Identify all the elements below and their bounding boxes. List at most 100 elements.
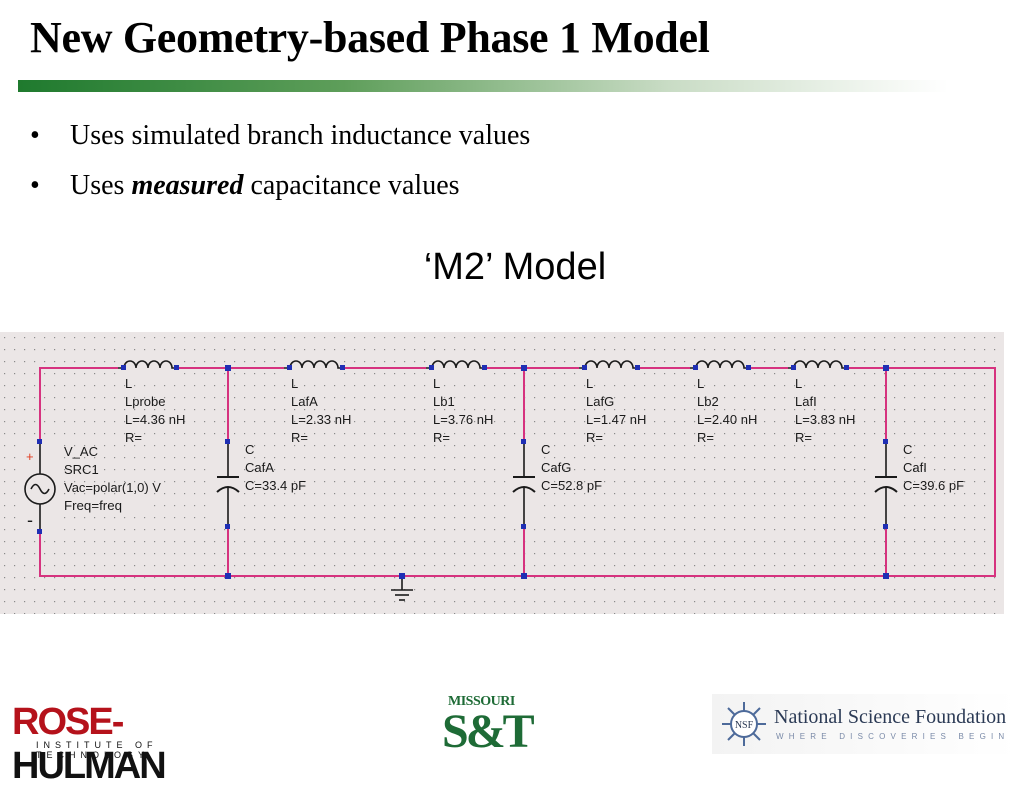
capacitor-label: CafG: [541, 460, 571, 475]
inductor-label: L: [125, 376, 132, 391]
capacitor-label: C: [245, 442, 254, 457]
rose-hulman-logo: ROSE-HULMAN INSTITUTE OF TECHNOLOGY: [12, 700, 257, 787]
bullet-marker: •: [30, 120, 40, 151]
inductor-coil: [426, 360, 486, 369]
bullet-text: capacitance values: [243, 170, 460, 201]
inductor-label: L=3.83 nH: [795, 412, 855, 427]
bullet-text: Uses: [70, 170, 132, 201]
title-underline: [18, 80, 948, 92]
inductor-coil: [788, 360, 848, 369]
bullet-item: • Uses simulated branch inductance value…: [30, 118, 530, 168]
sine-wave-icon: [30, 483, 50, 495]
pin-dot: [482, 365, 487, 370]
pin-dot: [287, 365, 292, 370]
label-mask: [122, 494, 148, 516]
pin-dot: [37, 439, 42, 444]
inductor-symbol: [426, 358, 486, 378]
inductor-coil: [284, 360, 344, 369]
capacitor-symbol: [872, 442, 900, 527]
inductor-label: Lb1: [433, 394, 455, 409]
pin-dot: [635, 365, 640, 370]
source-plus-sign: +: [26, 449, 34, 464]
rose-hulman-logo-subtext: INSTITUTE OF TECHNOLOGY: [36, 740, 158, 760]
inductor-label: L: [697, 376, 704, 391]
source-freq-label: Freq=freq: [64, 498, 122, 513]
capacitor-label: C=39.6 pF: [903, 478, 964, 493]
source-label: SRC1: [64, 462, 99, 477]
pin-dot: [883, 524, 888, 529]
pin-dot: [225, 439, 230, 444]
pin-dot: [582, 365, 587, 370]
pin-dot: [693, 365, 698, 370]
inductor-label: L=2.33 nH: [291, 412, 351, 427]
pin-dot: [429, 365, 434, 370]
inductor-label: R=: [125, 430, 142, 445]
pin-dot: [521, 524, 526, 529]
source-minus-sign: -: [27, 510, 33, 530]
junction-dot: [521, 573, 527, 579]
inductor-label: LafG: [586, 394, 614, 409]
inductor-label: R=: [697, 430, 714, 445]
junction-dot: [883, 365, 889, 371]
capacitor-label: CafA: [245, 460, 274, 475]
pin-dot: [883, 439, 888, 444]
inductor-coil: [579, 360, 639, 369]
junction-dot: [883, 573, 889, 579]
nsf-seal-icon: NSF: [722, 702, 766, 746]
inductor-label: R=: [291, 430, 308, 445]
bullet-text: Uses simulated branch inductance values: [70, 120, 531, 151]
pin-dot: [746, 365, 751, 370]
inductor-label: L=1.47 nH: [586, 412, 646, 427]
junction-dot: [399, 573, 405, 579]
pin-dot: [121, 365, 126, 370]
pin-dot: [37, 529, 42, 534]
inductor-symbol: [284, 358, 344, 378]
source-label: V_AC: [64, 444, 98, 459]
pin-dot: [521, 439, 526, 444]
pin-dot: [844, 365, 849, 370]
model-subtitle: ‘M2’ Model: [423, 246, 607, 288]
nsf-tagline: WHERE DISCOVERIES BEGIN: [776, 732, 1010, 741]
bullet-item: • Uses measured capacitance values: [30, 168, 530, 218]
st-logo-text: S&T: [442, 705, 535, 758]
slide-title: New Geometry-based Phase 1 Model: [30, 13, 710, 62]
capacitor-label: CafI: [903, 460, 927, 475]
capacitor-symbol: [510, 442, 538, 527]
inductor-label: Lb2: [697, 394, 719, 409]
inductor-label: L=3.76 nH: [433, 412, 493, 427]
bullet-list: • Uses simulated branch inductance value…: [30, 118, 530, 218]
inductor-label: LafI: [795, 394, 817, 409]
pin-dot: [174, 365, 179, 370]
inductor-label: R=: [586, 430, 603, 445]
pin-dot: [791, 365, 796, 370]
inductor-label: L=2.40 nH: [697, 412, 757, 427]
pin-dot: [225, 524, 230, 529]
inductor-label: LafA: [291, 394, 318, 409]
inductor-coil: [690, 360, 750, 369]
inductor-label: L: [586, 376, 593, 391]
missouri-logo-text: MISSOURI: [448, 694, 515, 709]
bullet-marker: •: [30, 170, 40, 201]
inductor-label: R=: [795, 430, 812, 445]
bullet-emphasis: measured: [131, 170, 244, 201]
nsf-logo: NSF National Science Foundation WHERE DI…: [712, 694, 1017, 754]
missouri-st-logo: MISSOURI S&T: [440, 694, 535, 762]
inductor-label: L: [433, 376, 440, 391]
capacitor-label: C: [903, 442, 912, 457]
capacitor-label: C: [541, 442, 550, 457]
pin-dot: [340, 365, 345, 370]
junction-dot: [225, 365, 231, 371]
junction-dot: [521, 365, 527, 371]
wire: [39, 367, 996, 577]
inductor-label: R=: [433, 430, 450, 445]
inductor-symbol: [118, 358, 178, 378]
schematic-grid: [0, 332, 1004, 614]
ac-source-symbol: [22, 442, 58, 532]
source-label-clip: [63, 496, 123, 516]
inductor-symbol: [579, 358, 639, 378]
capacitor-symbol: [214, 442, 242, 527]
rose-hulman-logo-text: ROSE-: [12, 701, 124, 743]
nsf-seal-text: NSF: [735, 720, 754, 731]
inductor-symbol: [690, 358, 750, 378]
